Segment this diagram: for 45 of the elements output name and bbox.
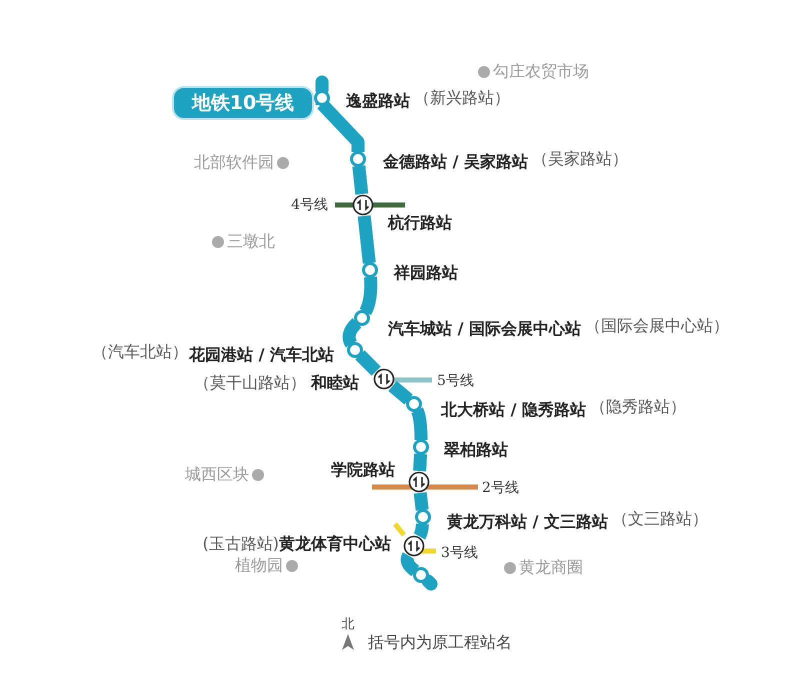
station-name: 翠柏路站: [444, 440, 508, 459]
metro-line: [355, 350, 381, 376]
metro-line: [414, 524, 429, 540]
former-station-name: （汽车北站）: [92, 342, 188, 362]
landmark-label: 勾庄农贸市场: [493, 62, 589, 82]
metro-line: [342, 318, 362, 348]
former-station-name: （国际会展中心站）: [585, 316, 729, 336]
metro-line: [360, 276, 378, 315]
station-name: 黄龙体育中心站: [279, 534, 391, 553]
landmark-label: 三墩北: [227, 232, 275, 252]
metro-line: [414, 492, 429, 511]
former-station-name: （文三路站）: [612, 509, 708, 529]
metro-line: [413, 454, 428, 472]
metro-line: [411, 408, 428, 440]
line-label: 2号线: [482, 479, 519, 497]
landmark-label: 北部软件园: [194, 152, 274, 174]
metro-line: [400, 552, 420, 576]
landmark-label: 黄龙商圈: [519, 558, 583, 578]
former-station-name: (玉古路站): [202, 534, 279, 554]
station-name: 黄龙万科站 / 文三路站: [447, 512, 608, 531]
station-name: 学院路站: [331, 460, 395, 479]
note-text: 括号内为原工程站名: [368, 632, 512, 654]
station-name: 杭行路站: [388, 213, 452, 232]
metro-line: [388, 381, 413, 404]
station-name: 汽车城站 / 国际会展中心站: [388, 319, 581, 338]
line-label: 3号线: [441, 544, 478, 562]
station-name: 和睦站: [311, 373, 359, 392]
station-name: 逸盛路站: [346, 91, 410, 110]
former-station-name: （隐秀路站）: [590, 397, 686, 417]
landmark-label: 城西区块: [185, 464, 249, 486]
metro-line: [358, 215, 376, 264]
station-name: 花园港站 / 汽车北站: [189, 345, 334, 364]
metro-line: [352, 165, 368, 195]
line-label: 5号线: [437, 372, 474, 390]
former-station-name: （莫干山路站）: [194, 373, 306, 393]
former-station-name: （新兴路站）: [414, 88, 510, 108]
line-label: 4号线: [291, 196, 328, 214]
landmark-label: 植物园: [235, 556, 283, 576]
station-name: 祥园路站: [394, 263, 458, 282]
station-name: 金德路站 / 吴家路站: [383, 152, 528, 171]
north-label: 北: [342, 616, 354, 633]
former-station-name: （吴家路站）: [532, 149, 628, 169]
title-badge: 地铁10号线: [172, 86, 314, 120]
station-name: 北大桥站 / 隐秀路站: [441, 400, 586, 419]
line-end-dot: [413, 567, 429, 583]
